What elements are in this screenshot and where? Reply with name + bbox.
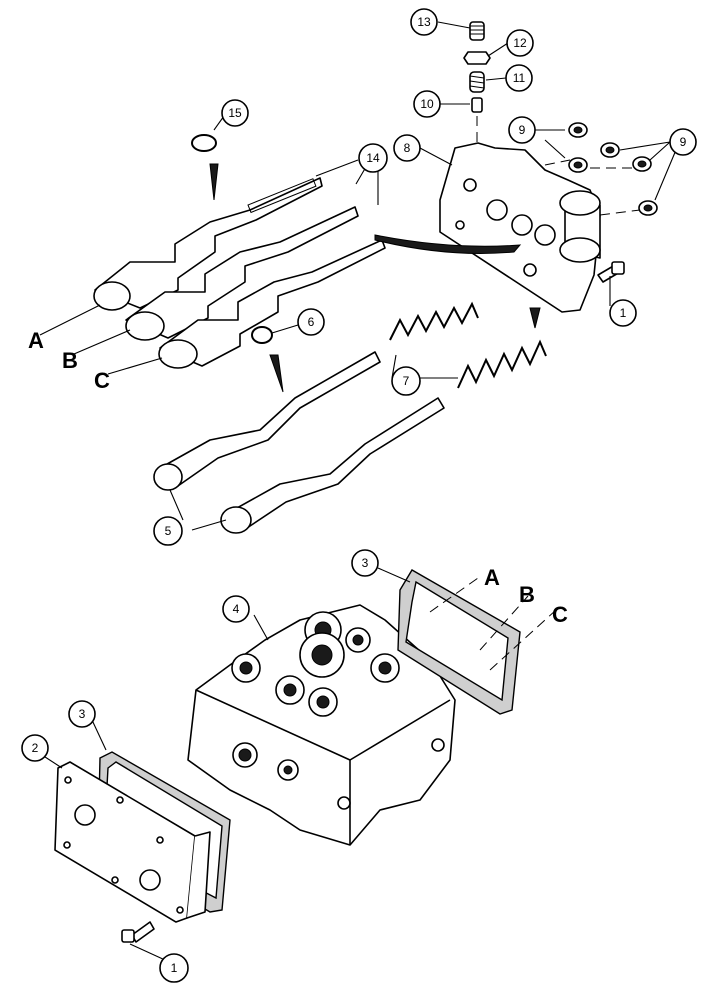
callout-2: 2 — [21, 734, 49, 762]
callout-6: 6 — [297, 308, 325, 336]
svg-text:9: 9 — [519, 123, 526, 137]
svg-text:3: 3 — [79, 707, 86, 721]
snap-ring-6 — [251, 326, 284, 393]
callout-1-upper: 1 — [609, 299, 637, 327]
callout-13: 13 — [410, 8, 438, 36]
callout-12: 12 — [506, 29, 534, 57]
spool-letter-b: B — [62, 348, 78, 373]
svg-text:9: 9 — [680, 135, 687, 149]
svg-text:4: 4 — [233, 602, 240, 616]
callout-15: 15 — [221, 99, 249, 127]
svg-text:10: 10 — [420, 97, 434, 111]
svg-text:1: 1 — [620, 306, 627, 320]
spool-b — [125, 206, 359, 341]
valve-housing-4 — [187, 604, 456, 846]
svg-text:3: 3 — [362, 556, 369, 570]
svg-text:1: 1 — [171, 961, 178, 975]
port-letter-a: A — [484, 565, 500, 590]
seals-9 — [544, 122, 658, 216]
svg-text:7: 7 — [403, 374, 410, 388]
svg-text:14: 14 — [366, 151, 380, 165]
svg-text:8: 8 — [404, 141, 411, 155]
callout-5: 5 — [153, 516, 183, 546]
valve-section-8 — [374, 142, 601, 329]
retaining-ring-15 — [191, 134, 219, 201]
svg-text:12: 12 — [513, 36, 527, 50]
spools-5 — [153, 351, 445, 534]
callout-11: 11 — [505, 64, 533, 92]
callout-14: 14 — [358, 143, 388, 173]
svg-text:15: 15 — [228, 106, 242, 120]
port-letter-c: C — [552, 602, 568, 627]
callout-7: 7 — [391, 366, 421, 396]
cover-plate-2 — [54, 751, 231, 923]
callout-8: 8 — [393, 134, 421, 162]
callout-9-left: 9 — [508, 116, 536, 144]
spool-a — [93, 177, 323, 311]
callout-4: 4 — [222, 595, 250, 623]
bolt-1-upper — [597, 261, 625, 283]
svg-text:2: 2 — [32, 741, 39, 755]
svg-text:6: 6 — [308, 315, 315, 329]
svg-text:5: 5 — [165, 524, 172, 538]
spool-letter-a: A — [28, 328, 44, 353]
svg-text:13: 13 — [417, 15, 431, 29]
port-letter-b: B — [519, 582, 535, 607]
leader-lines — [39, 21, 677, 961]
bolt-1-lower — [121, 921, 155, 943]
spool-letter-c: C — [94, 368, 110, 393]
callout-3-right: 3 — [351, 549, 379, 577]
relief-valve-parts — [463, 21, 491, 145]
callout-3-left: 3 — [68, 700, 96, 728]
callout-1-lower: 1 — [159, 953, 189, 983]
callout-9-right: 9 — [669, 128, 697, 156]
springs-7 — [389, 301, 547, 389]
spool-c — [158, 239, 386, 369]
gasket-3-right — [397, 569, 557, 715]
svg-text:11: 11 — [513, 71, 526, 85]
callout-10: 10 — [413, 90, 441, 118]
